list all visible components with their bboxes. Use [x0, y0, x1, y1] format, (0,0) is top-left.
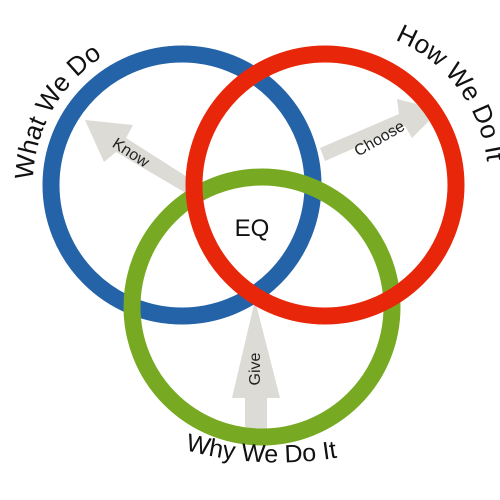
center-eq-label: EQ	[235, 215, 270, 242]
give-arrow	[232, 300, 280, 432]
how-we-do-it-circle	[185, 45, 465, 325]
choose-arrow	[320, 99, 440, 161]
give-arrow-label: Give	[247, 352, 264, 385]
know-arrow	[85, 120, 203, 199]
know-arrow-label: Know	[109, 135, 152, 171]
